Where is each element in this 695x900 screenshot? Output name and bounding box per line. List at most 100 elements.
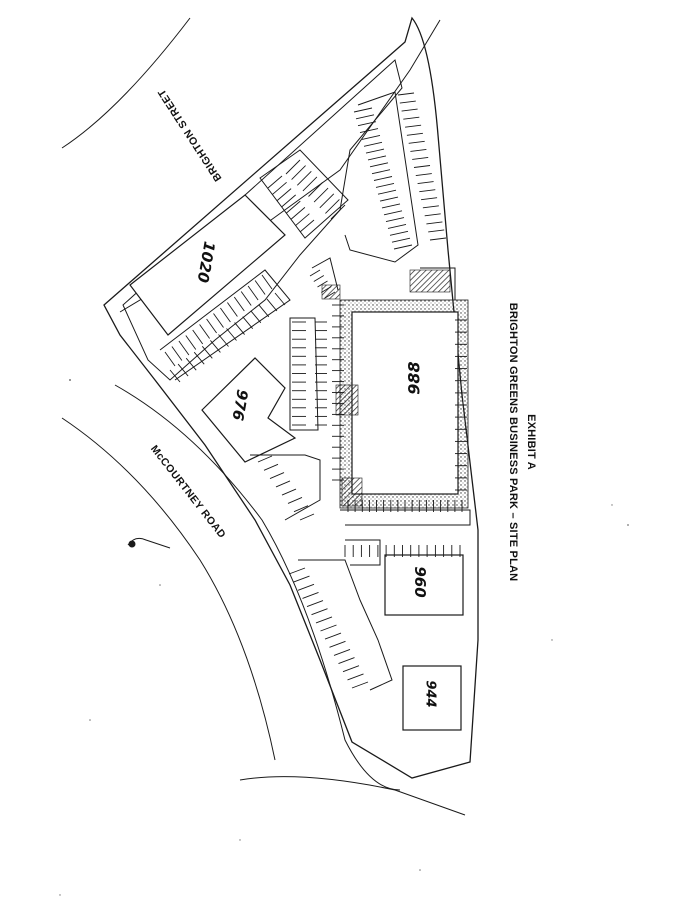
parking-stall-line — [391, 237, 411, 243]
parking-stall-line — [296, 170, 312, 186]
parking-stall-line — [424, 213, 441, 217]
parking-stall-line — [403, 116, 420, 120]
parking-stall-line — [185, 335, 197, 350]
site-boundary — [103, 16, 479, 779]
parking-stall-line — [306, 600, 324, 608]
parking-stall-line — [218, 334, 229, 347]
parking-stall-line — [286, 200, 301, 214]
parking-stall-line — [359, 128, 379, 134]
parking-stall-line — [317, 280, 328, 288]
parking-stall-line — [408, 140, 425, 144]
exhibit-label: EXHIBIT A — [525, 414, 537, 470]
parking-stall-line — [313, 275, 325, 282]
parking-stall-line — [315, 616, 333, 624]
parking-stall-line — [417, 181, 434, 185]
parking-stall-line — [226, 328, 237, 341]
parking-stall-line — [290, 207, 306, 220]
parking-stall-line — [361, 134, 381, 140]
parking-stall-line — [266, 298, 278, 312]
parking-stall-line — [324, 291, 336, 299]
parking-stall-line — [220, 307, 231, 323]
parking-stall-line — [258, 304, 270, 318]
parking-stall-line — [288, 567, 306, 575]
parking-stall-line — [281, 194, 296, 208]
parking-stall-line — [363, 141, 383, 147]
parking-stall-line — [329, 640, 346, 648]
parking-stall-line — [199, 324, 210, 339]
parking-stall-line — [285, 159, 301, 175]
parking-stall-line — [426, 221, 443, 225]
parking-stall-line — [309, 269, 321, 277]
brighton-street-road — [61, 17, 441, 313]
building-944-label: 944 — [422, 680, 438, 708]
building-1020-footprint — [129, 194, 286, 336]
building-960-label: 960 — [411, 566, 429, 598]
parking-stall-line — [291, 165, 306, 180]
building-988-label: 988 — [404, 361, 424, 395]
parking-stall-line — [319, 193, 335, 209]
parking-stall-line — [405, 124, 422, 128]
parking-stall-line — [385, 217, 405, 223]
parking-stall-line — [171, 346, 183, 361]
parking-stall-line — [342, 665, 360, 673]
parking-stall-line — [257, 455, 273, 463]
parking-stall-line — [401, 108, 418, 112]
parking-stall-line — [263, 463, 279, 471]
parking-stall-line — [293, 575, 310, 583]
parking-stall-line — [210, 340, 221, 353]
parking-stall-line — [299, 219, 315, 233]
building-988-footprint — [351, 311, 459, 495]
parking-stall-line — [377, 189, 397, 195]
parking-stall-line — [267, 175, 283, 189]
parking-stall-line — [406, 132, 423, 136]
parking-stall-line — [193, 351, 205, 365]
parking-curbs — [159, 91, 471, 691]
parking-stall-line — [357, 121, 377, 127]
parking-stall-line — [281, 488, 297, 496]
hatch-block-1 — [335, 384, 359, 416]
parking-stall-line — [383, 210, 403, 216]
parking-stall-line — [269, 472, 285, 480]
parking-stall-line — [275, 480, 291, 488]
parking-stall-line — [261, 274, 273, 290]
parking-stall-line — [311, 608, 328, 616]
scan-speckles — [59, 379, 629, 896]
parking-stall-line — [379, 196, 399, 202]
parking-stall-line — [302, 591, 319, 599]
parking-stall-line — [234, 322, 245, 335]
parking-stall-line — [287, 496, 303, 504]
parking-stall-line — [297, 583, 315, 591]
parking-stall-line — [389, 230, 409, 236]
parking-stall-line — [293, 505, 309, 513]
parking-stall-line — [367, 155, 387, 161]
parking-stall-line — [164, 351, 176, 367]
light-pole-icon — [127, 537, 171, 549]
parking-stall-line — [413, 165, 431, 168]
building-976-footprint — [201, 357, 297, 463]
parking-stall-line — [330, 204, 346, 220]
hatch-block-2 — [341, 477, 363, 507]
parking-stall-line — [347, 673, 364, 681]
parking-stall-line — [324, 632, 342, 640]
parking-stall-line — [276, 188, 292, 201]
parking-stall-line — [393, 244, 413, 250]
mccourtney-road — [61, 384, 466, 816]
parking-stall-line — [410, 148, 427, 152]
building-944-footprint — [402, 665, 462, 731]
parking-stall-line — [206, 318, 217, 334]
parking-stall-line — [213, 313, 224, 328]
parking-stalls — [164, 92, 467, 689]
parking-stall-line — [240, 291, 252, 306]
parking-stall-line — [369, 162, 389, 168]
parking-stall-line — [412, 156, 429, 160]
parking-stall-line — [227, 302, 238, 317]
parking-stall-line — [274, 292, 286, 306]
parking-stall-line — [299, 513, 315, 521]
parking-stall-line — [421, 197, 438, 201]
parking-stall-line — [185, 357, 197, 371]
parking-stall-line — [429, 237, 447, 241]
parking-stall-line — [254, 280, 266, 295]
parking-stall-line — [247, 285, 259, 301]
parking-stall-line — [373, 176, 393, 181]
